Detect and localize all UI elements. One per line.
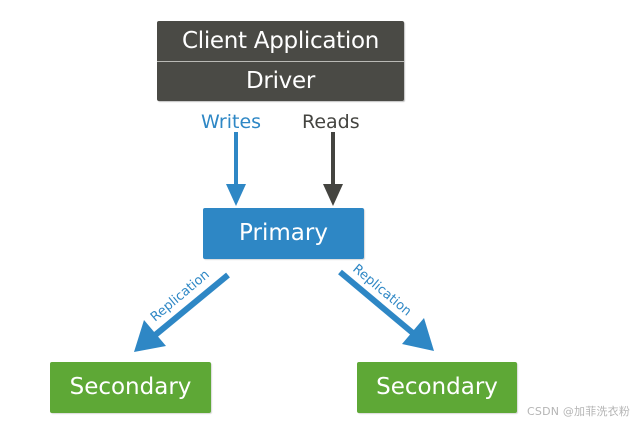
replication-left-shaft [152, 272, 230, 339]
watermark: CSDN @加菲洗衣粉 [527, 405, 631, 418]
replication-right-shaft [338, 269, 416, 337]
client-application-label: Client Application [181, 28, 379, 54]
primary-node: Primary [203, 208, 364, 259]
secondary-node-left: Secondary [50, 362, 211, 413]
replication-left-arrow: Replication [134, 267, 230, 352]
driver-label: Driver [246, 68, 315, 94]
secondary-node-right: Secondary [357, 362, 517, 413]
reads-arrow [323, 132, 343, 206]
replication-left-label: Replication [148, 267, 213, 325]
client-application-box: Client Application Driver [157, 21, 404, 101]
replication-right-arrow: Replication [338, 262, 434, 351]
writes-label: Writes [201, 111, 262, 133]
writes-arrow [226, 132, 246, 206]
replication-right-label: Replication [349, 262, 414, 320]
replication-left-head [134, 320, 166, 352]
replication-right-head [402, 318, 434, 351]
reads-arrow-head [323, 184, 343, 206]
reads-label: Reads [302, 111, 360, 133]
writes-arrow-head [226, 184, 246, 206]
client-divider [157, 61, 404, 62]
